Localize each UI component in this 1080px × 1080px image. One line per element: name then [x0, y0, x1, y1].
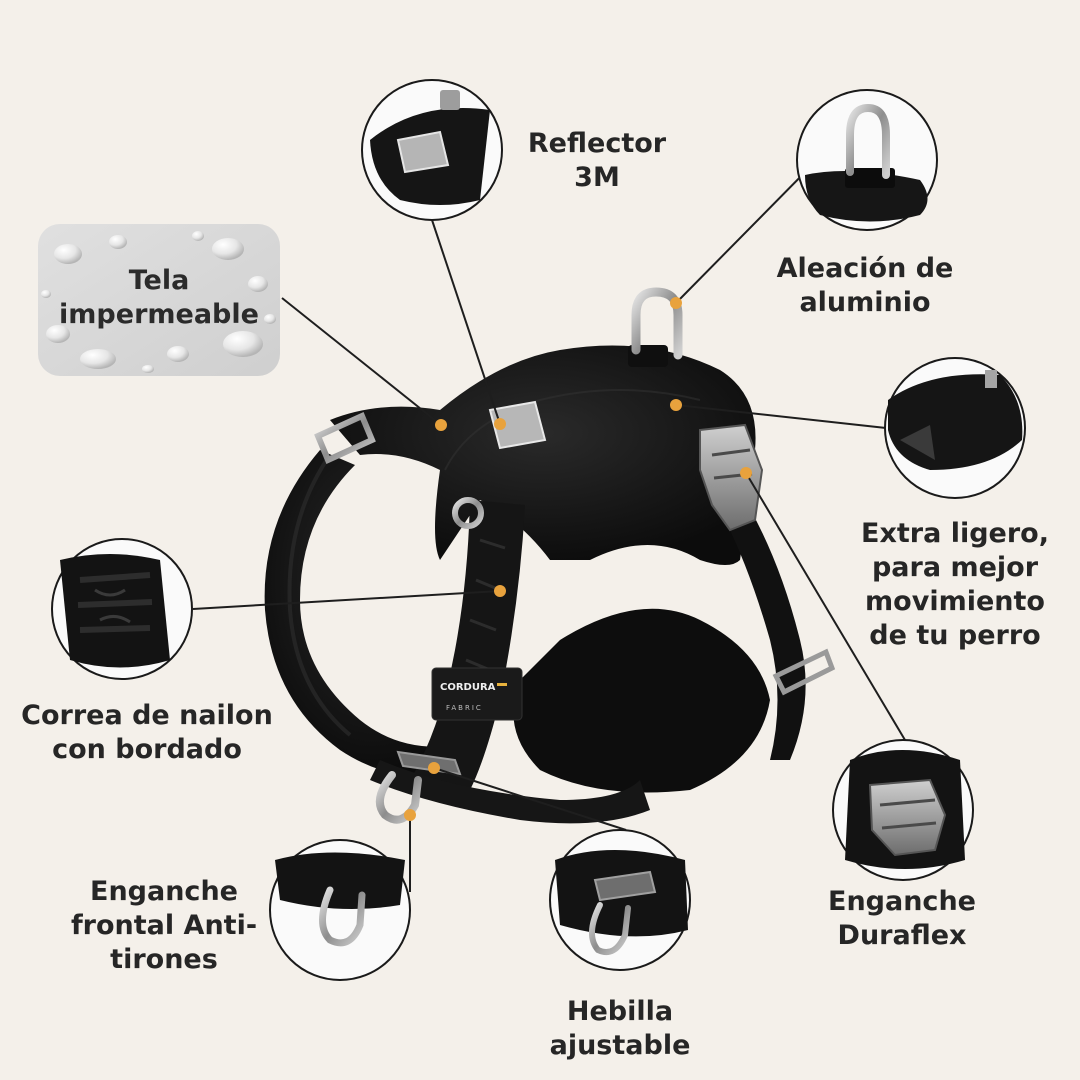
belly-pad: [513, 608, 770, 793]
lightweight-label: Extra ligero, para mejor movimiento de t…: [852, 517, 1058, 653]
marker-aluminum: [670, 297, 682, 309]
lightweight-label-line-2: para mejor: [871, 552, 1039, 583]
fabric-label-line-2: impermeable: [59, 299, 259, 330]
strap-label-line-1: Correa de nailon: [21, 700, 273, 731]
reflector-label-line-1: Reflector: [527, 128, 667, 159]
front-clip-label-line-2: frontal Anti-: [70, 910, 258, 941]
buckle-label: Hebilla ajustable: [530, 995, 710, 1063]
lower-band: [370, 760, 650, 824]
duraflex-label-line-2: Duraflex: [837, 920, 967, 951]
side-strap: [725, 500, 806, 760]
marker-duraflex: [740, 467, 752, 479]
back-panel: [330, 345, 756, 565]
reflector-detail-circle: [361, 79, 503, 221]
lightweight-label-line-3: movimiento: [865, 586, 1045, 617]
aluminum-label-line-2: aluminio: [799, 287, 931, 318]
feature-markers: [404, 297, 752, 821]
strap-label-line-2: con bordado: [52, 734, 242, 765]
front-clip-label: Enganche frontal Anti- tirones: [56, 875, 272, 977]
buckle-detail-circle: [549, 829, 691, 971]
buckle-label-line-1: Hebilla: [566, 996, 674, 1027]
buckle-label-line-2: ajustable: [549, 1030, 691, 1061]
lightweight-label-line-4: de tu perro: [869, 620, 1041, 651]
duraflex-label: Enganche Duraflex: [807, 885, 997, 953]
fabric-label-line-1: Tela: [128, 265, 190, 296]
front-clip-label-line-1: Enganche: [90, 876, 238, 907]
reflector-patch: [488, 400, 547, 450]
marker-buckle: [428, 762, 440, 774]
duraflex-detail-circle: [832, 739, 974, 881]
cordura-tag: [431, 667, 523, 721]
marker-fabric: [435, 419, 447, 431]
duraflex-label-line-1: Enganche: [828, 886, 976, 917]
lightweight-detail-circle: [884, 357, 1026, 499]
neck-loop-strap: [264, 450, 480, 777]
marker-strap: [494, 585, 506, 597]
cordura-fabric: FABRIC: [446, 704, 483, 712]
connector-lines: [192, 159, 906, 892]
front-clip-detail-circle: [269, 839, 411, 981]
aluminum-label: Aleación de aluminio: [745, 252, 985, 320]
strap-detail-circle: [51, 538, 193, 680]
fabric-label: Tela impermeable: [38, 264, 280, 332]
reflector-label-line-2: 3M: [574, 162, 620, 193]
strap-label: Correa de nailon con bordado: [14, 699, 280, 767]
waterproof-fabric-tile: Tela impermeable: [38, 224, 280, 376]
cordura-brand: CORDURA: [440, 682, 496, 693]
marker-reflector: [494, 418, 506, 430]
water-droplets-texture: [38, 224, 280, 376]
aluminum-detail-circle: [796, 89, 938, 231]
lightweight-label-line-1: Extra ligero,: [861, 518, 1049, 549]
front-clip-label-line-3: tirones: [110, 944, 218, 975]
reflector-label: Reflector 3M: [497, 127, 697, 195]
slide-adjuster: [314, 411, 376, 465]
aluminum-label-line-1: Aleación de: [776, 253, 954, 284]
marker-lightweight: [670, 399, 682, 411]
marker-front-clip: [404, 809, 416, 821]
